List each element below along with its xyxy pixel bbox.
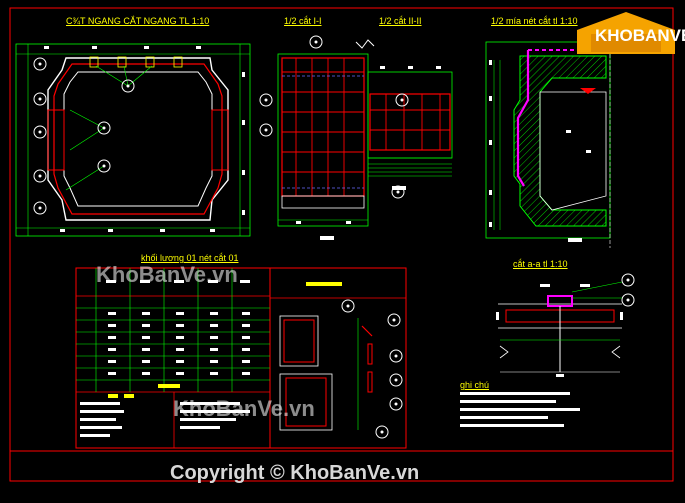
plan-view — [15, 43, 251, 237]
watermark-top: KhoBanVe.vn — [96, 262, 238, 287]
section-view — [259, 35, 453, 240]
section2-title: 1/2 cắt II-II — [379, 16, 422, 26]
drawing-border — [9, 7, 674, 482]
logo-text: KHOBANVE — [595, 26, 685, 45]
quantity-title: khối lương 01 nét cắt 01 — [141, 253, 239, 263]
plan-title: C¾T NGANG CẮT NGANG TL 1:10 — [66, 16, 210, 26]
notes-block — [460, 392, 580, 427]
copyright-text: Copyright © KhoBanVe.vn — [170, 462, 420, 484]
half-section-view — [485, 30, 611, 248]
quantity-table — [75, 267, 407, 449]
half-view-title: 1/2 mía nét cắt tl 1:10 — [491, 16, 578, 26]
notes-title: ghi chú — [460, 380, 490, 390]
logo — [577, 12, 675, 54]
section1-title: 1/2 cắt I-I — [284, 16, 322, 26]
section-aa-view — [496, 273, 635, 377]
section-aa-title: cắt a-a tl 1:10 — [513, 259, 568, 269]
watermark-bottom: KhoBanVe.vn — [173, 396, 315, 421]
